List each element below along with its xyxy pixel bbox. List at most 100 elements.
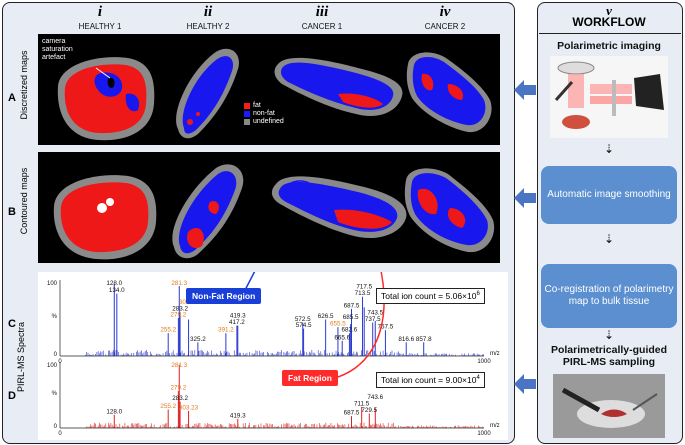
tissue-healthy-2-contoured: [172, 164, 244, 259]
fat-peak-label: 128.0: [106, 408, 122, 415]
non-fat-peak-label: 743.5: [367, 310, 383, 317]
non-fat-peak-label: 281.3: [171, 280, 187, 287]
row-letter-d: D: [8, 390, 16, 402]
non-fat-peak-label: 655.5: [330, 321, 346, 328]
step-image-smoothing: Automatic image smoothing: [541, 166, 677, 224]
non-fat-y-top: 100: [47, 281, 58, 287]
legend-item-non-fat: non-fat: [244, 110, 314, 117]
non-fat-peak-label: 255.2: [160, 327, 176, 334]
ion-count-fat: Total ion count = 9.00×104: [376, 372, 485, 388]
fat-y-top: 100: [47, 363, 58, 369]
imaging-illustration: [550, 56, 668, 138]
contoured-maps-panel: [38, 152, 500, 263]
col-num-2: ii: [203, 4, 213, 20]
non-fat-peak-label: 419.3: [230, 313, 246, 320]
fat-y-zero: 0: [54, 424, 58, 430]
flow-arrow-2: ⇣: [603, 232, 615, 246]
step-guided-sampling: Polarimetrically-guided PIRL-MS sampling: [550, 344, 668, 368]
workflow-title: WORKFLOW: [572, 15, 646, 29]
step-co-registration: Co-registration of polarimetry map to bu…: [541, 264, 677, 328]
tissue-healthy-1-discretized: [57, 57, 155, 141]
non-fat-connector: [242, 272, 256, 295]
spectrum-non-fat: 100%001000m/z128.0134.0255.2279.2281.328…: [47, 280, 500, 365]
non-fat-y-label: %: [52, 314, 58, 320]
ion-count-fat-text: Total ion count = 9.00×10: [381, 375, 477, 385]
non-fat-peak-label: 685.5: [343, 314, 359, 321]
step-polarimetric-imaging: Polarimetric imaging: [557, 40, 661, 52]
row-letter-b: B: [8, 206, 16, 218]
non-fat-peak-label: 816.6: [398, 336, 414, 343]
fat-region-label: Fat Region: [282, 370, 338, 386]
non-fat-peak-label: 391.2: [218, 327, 234, 334]
workflow-divider: [539, 33, 681, 34]
annotation-pointer: [95, 67, 111, 79]
fat-peak-label: 281.3: [171, 362, 187, 369]
non-fat-y-zero: 0: [54, 352, 58, 358]
tissue-cancer-2-contoured: [404, 168, 495, 253]
non-fat-peak-label: 134.0: [109, 287, 125, 294]
arrow-to-row-a: [514, 80, 536, 100]
non-fat-peak-label: 713.5: [355, 290, 371, 297]
ion-count-non-fat-exp: 6: [476, 291, 480, 298]
fat-x-max: 1000: [477, 431, 491, 437]
fat-x-label: m/z: [490, 423, 500, 429]
annotation-label: camera saturation artefact: [42, 38, 73, 62]
fat-peak-label: 283.2: [172, 395, 188, 402]
legend-label-fat: fat: [253, 102, 261, 109]
non-fat-peak-label: 737.5: [365, 316, 381, 323]
non-fat-peak-label: 687.5: [344, 302, 360, 309]
row-letter-c: C: [8, 318, 16, 330]
non-fat-peak-label: 279.2: [170, 312, 186, 319]
tissue-cancer-2-discretized: [406, 52, 492, 133]
col-num-4: iv: [439, 4, 451, 20]
fat-peak-label: 711.5: [354, 400, 370, 407]
discretized-maps-panel: camera saturation artefact fat non-fat u…: [38, 34, 500, 145]
non-fat-peak-label: 717.5: [356, 284, 372, 291]
legend-swatch-undefined: [244, 118, 250, 125]
spectra-label: PIRL-MS Spectra: [16, 321, 26, 393]
non-fat-peak-label: 574.5: [296, 322, 312, 329]
legend-swatch-fat: [244, 102, 250, 109]
non-fat-peak-label: 572.5: [295, 316, 311, 323]
non-fat-peak-label: 283.2: [172, 305, 188, 312]
sampling-illustration: [553, 374, 665, 438]
non-fat-x-max: 1000: [477, 359, 491, 365]
non-fat-peak-label: 417.2: [229, 319, 245, 326]
non-fat-peak-label: 626.5: [318, 313, 334, 320]
legend-label-non-fat: non-fat: [253, 110, 275, 117]
tissue-cancer-1-discretized: [274, 57, 403, 116]
tissue-cancer-1-contoured: [271, 176, 407, 238]
fat-peak-label: 255.2: [160, 403, 176, 410]
workflow-num: v: [606, 3, 612, 18]
arrow-to-row-b: [514, 188, 536, 208]
legend: fat non-fat undefined: [244, 102, 314, 125]
non-fat-peak-label: 325.2: [190, 336, 206, 343]
col-num-3: iii: [315, 4, 329, 20]
fat-peak-label: 729.5: [361, 407, 377, 414]
col-num-1: i: [97, 4, 103, 20]
fat-peak-label: 419.3: [230, 412, 246, 419]
tissue-healthy-1-contoured: [53, 175, 157, 260]
fat-peak-label: 687.5: [344, 410, 360, 417]
fat-peak-label: 279.2: [170, 385, 186, 392]
row-label-a: Discretized maps: [19, 50, 29, 120]
ion-count-non-fat-text: Total ion count = 5.06×10: [381, 291, 477, 301]
fat-peak-label: 303.23: [179, 404, 199, 411]
non-fat-region-label: Non-Fat Region: [186, 288, 262, 304]
row-label-b: Contoured maps: [19, 167, 29, 235]
non-fat-peak-label: 682.6: [342, 327, 358, 334]
spectra-panel: 100% 0 0 1000 m/z 128.0 134.0 255.2 279.2 281.3 28…: [38, 272, 508, 440]
legend-item-fat: fat: [244, 102, 314, 109]
col-title-1: HEALTHY 1: [78, 22, 122, 31]
row-letter-a: A: [8, 92, 16, 104]
tissue-healthy-2-discretized: [176, 48, 239, 139]
non-fat-peak-label: 665.6: [334, 334, 350, 341]
legend-item-undefined: undefined: [244, 118, 314, 125]
fat-y-label: %: [52, 391, 58, 397]
flow-arrow-3: ⇣: [603, 328, 615, 342]
fat-peak-label: 743.6: [367, 394, 383, 401]
ion-count-fat-exp: 4: [476, 375, 480, 382]
col-title-2: HEALTHY 2: [186, 22, 230, 31]
flow-arrow-1: ⇣: [603, 142, 615, 156]
